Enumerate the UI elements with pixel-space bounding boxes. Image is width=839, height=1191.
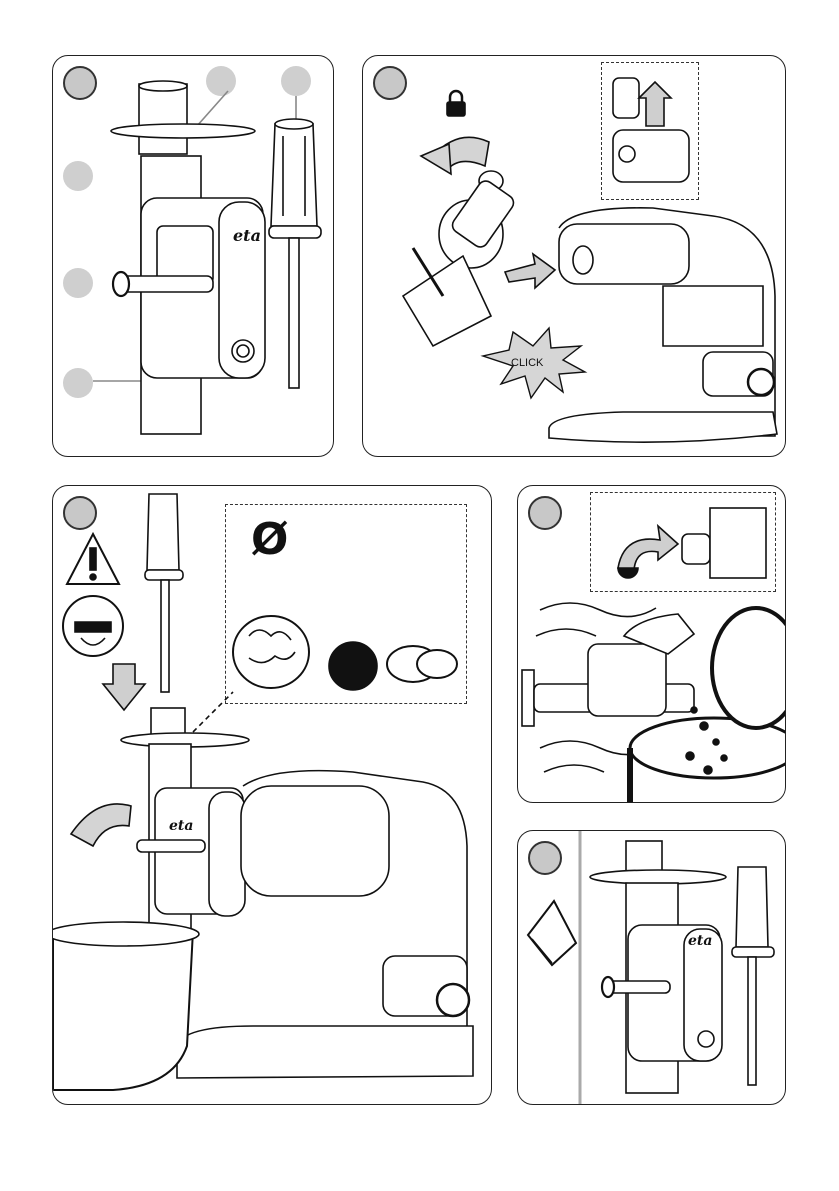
panel-cleaning: eta <box>517 830 786 1105</box>
brand-logo-5: eta <box>688 933 712 949</box>
brand-logo-3: eta <box>169 818 193 834</box>
panel-attach-to-mixer: CLICK <box>362 55 786 457</box>
down-arrow-icon <box>103 664 145 710</box>
cloth-icon <box>528 901 576 965</box>
rotate-up-arrow-icon <box>618 526 678 570</box>
rotate-arrow-icon-2 <box>71 804 131 846</box>
walnut-icon <box>233 616 309 688</box>
lock-icon <box>447 102 465 116</box>
usage-illustration: eta <box>53 486 492 1105</box>
grating-illustration <box>518 486 786 803</box>
brand-logo-1: eta <box>233 226 261 245</box>
up-arrow-icon <box>639 82 671 126</box>
panel-usage-warning: Ø <box>52 485 492 1105</box>
hazelnut-icon <box>329 642 377 690</box>
panel-grating-output <box>517 485 786 803</box>
click-label: CLICK <box>511 357 544 369</box>
grater-parts-illustration: eta <box>53 56 334 457</box>
attach-illustration: CLICK <box>363 56 786 457</box>
panel-assembly-parts: eta <box>52 55 334 457</box>
cleaning-illustration: eta <box>518 831 786 1105</box>
